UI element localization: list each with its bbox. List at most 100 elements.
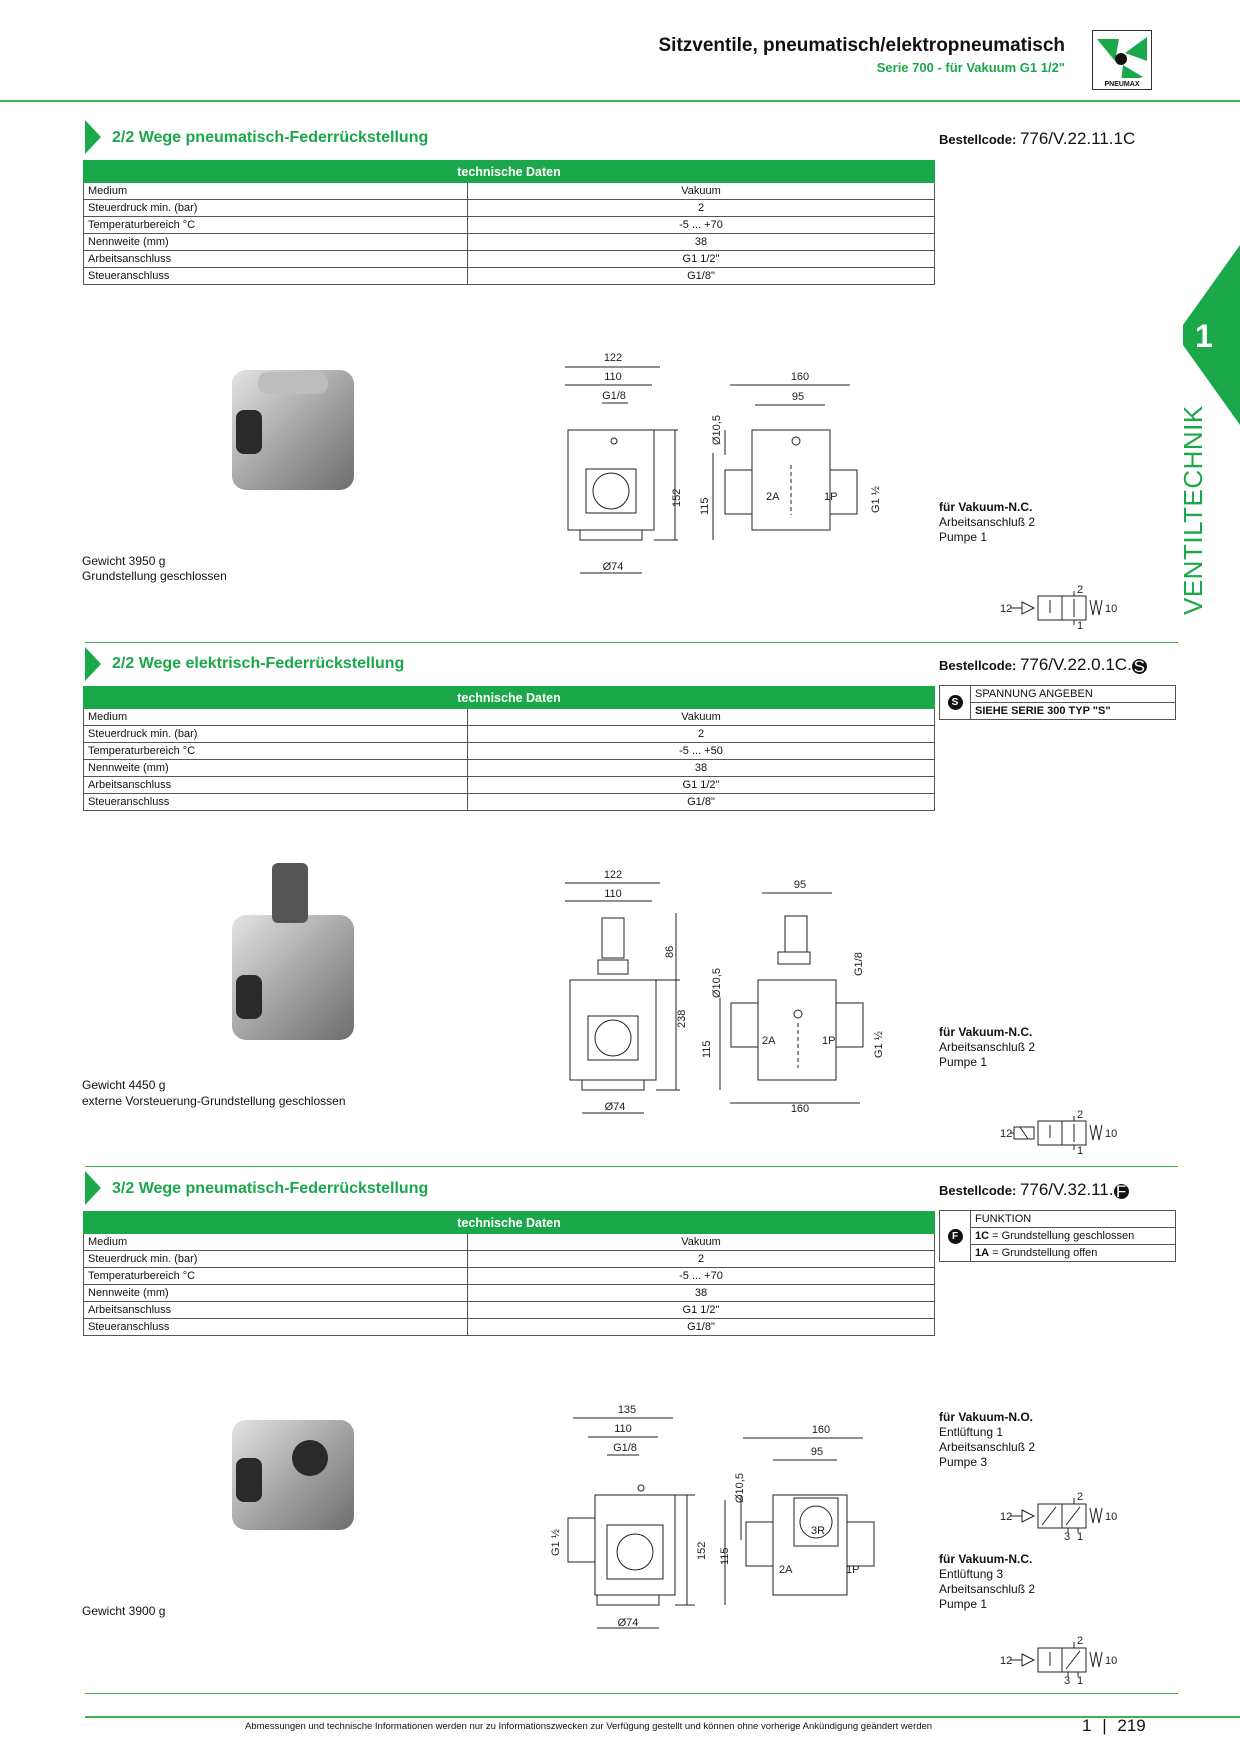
valve-symbol: 12 10 2 3 1	[1000, 1635, 1117, 1687]
section-title: 2/2 Wege pneumatisch-Federrückstellung	[112, 129, 429, 146]
dimension-drawing: 135 110 G1/8 160 95 Ø10,5 152 115 Ø74 G1…	[550, 1404, 875, 1629]
chapter-tab	[1183, 245, 1240, 425]
dimension-drawing: 122 110 86 95 G1/8 Ø10,5 238 115 Ø74 G1 …	[565, 869, 885, 1115]
svg-text:1P: 1P	[824, 491, 837, 503]
svg-text:95: 95	[794, 879, 806, 891]
svg-text:110: 110	[604, 371, 622, 383]
valve-symbol: 12 10 2 3 1	[1000, 1491, 1117, 1543]
table-row: Nennweite (mm)38	[83, 1284, 935, 1302]
svg-text:Ø10,5: Ø10,5	[734, 1473, 746, 1503]
svg-text:115: 115	[719, 1547, 731, 1565]
section-arrow-icon	[85, 120, 101, 154]
svg-text:10: 10	[1105, 1655, 1117, 1667]
svg-text:12: 12	[1000, 603, 1012, 615]
svg-text:1: 1	[1077, 1531, 1083, 1543]
function-description-no: für Vakuum-N.O. Entlüftung 1 Arbeitsansc…	[939, 1410, 1036, 1469]
svg-text:2A: 2A	[762, 1035, 776, 1047]
svg-text:122: 122	[604, 352, 622, 364]
svg-text:1: 1	[1077, 1145, 1083, 1157]
svg-text:115: 115	[699, 497, 711, 515]
svg-text:2: 2	[1077, 1491, 1083, 1503]
svg-text:1: 1	[1077, 1675, 1083, 1687]
svg-text:2: 2	[1077, 584, 1083, 596]
header-divider	[0, 100, 1240, 102]
weight-note: Gewicht 3900 g	[82, 1604, 166, 1618]
svg-text:10: 10	[1105, 1511, 1117, 1523]
svg-text:115: 115	[701, 1040, 713, 1058]
order-code: Bestellcode: 776/V.32.11.F	[939, 1180, 1129, 1200]
product-photo	[232, 370, 354, 490]
function-description: für Vakuum-N.C. Arbeitsanschluß 2 Pumpe …	[939, 1025, 1036, 1069]
table-row: Nennweite (mm)38	[83, 233, 935, 251]
dimension-drawing: 122 110 G1/8 160 95 Ø10,5 152 115 Ø74 G1…	[565, 352, 882, 574]
section-divider	[85, 1693, 1178, 1694]
svg-text:12: 12	[1000, 1128, 1012, 1140]
option-badge: S	[1131, 657, 1147, 677]
chapter-title: VENTILTECHNIK	[1178, 405, 1208, 615]
svg-text:1P: 1P	[822, 1035, 835, 1047]
svg-text:Ø10,5: Ø10,5	[711, 415, 723, 445]
svg-text:160: 160	[791, 1103, 809, 1115]
svg-text:10: 10	[1105, 1128, 1117, 1140]
svg-text:2: 2	[1077, 1635, 1083, 1647]
svg-text:12: 12	[1000, 1511, 1012, 1523]
svg-text:2: 2	[1077, 1109, 1083, 1121]
svg-text:12: 12	[1000, 1655, 1012, 1667]
svg-text:Ø10,5: Ø10,5	[711, 968, 723, 998]
table-header: technische Daten	[83, 686, 935, 709]
svg-text:G1/8: G1/8	[613, 1442, 637, 1454]
svg-text:238: 238	[676, 1010, 688, 1028]
svg-text:G1 ½: G1 ½	[870, 486, 882, 513]
footer-disclaimer: Abmessungen und technische Informationen…	[245, 1721, 933, 1732]
svg-text:G1 ½: G1 ½	[873, 1031, 885, 1058]
svg-text:160: 160	[791, 371, 809, 383]
order-code: Bestellcode: 776/V.22.0.1C.S	[939, 655, 1147, 677]
table-row: Temperaturbereich °C-5 ... +50	[83, 742, 935, 760]
svg-text:2A: 2A	[766, 491, 780, 503]
weight-note: Gewicht 4450 g	[82, 1078, 166, 1092]
weight-note: Gewicht 3950 g	[82, 554, 166, 568]
svg-text:1P: 1P	[846, 1564, 859, 1576]
option-badge: S	[947, 695, 963, 710]
svg-text:122: 122	[604, 869, 622, 881]
svg-text:Ø74: Ø74	[618, 1617, 639, 1629]
section-title: 2/2 Wege elektrisch-Federrückstellung	[112, 655, 405, 672]
table-header: technische Daten	[83, 1211, 935, 1234]
svg-text:135: 135	[618, 1404, 636, 1416]
svg-text:152: 152	[696, 1542, 708, 1560]
product-photo	[232, 1420, 354, 1530]
logo-text: PNEUMAX	[1104, 81, 1139, 88]
section-divider	[85, 1166, 1178, 1167]
table-header: technische Daten	[83, 160, 935, 183]
function-description-nc: für Vakuum-N.C. Entlüftung 3 Arbeitsansc…	[939, 1552, 1036, 1611]
position-note: Grundstellung geschlossen	[82, 569, 227, 583]
product-photo	[232, 863, 354, 1040]
order-code: Bestellcode: 776/V.22.11.1C	[939, 129, 1136, 148]
footer-divider	[85, 1716, 1240, 1718]
table-row: Nennweite (mm)38	[83, 759, 935, 777]
section-title: 3/2 Wege pneumatisch-Federrückstellung	[112, 1180, 429, 1197]
svg-text:152: 152	[671, 489, 683, 507]
svg-text:G1/8: G1/8	[602, 390, 626, 402]
section-arrow-icon	[85, 1171, 101, 1205]
svg-text:95: 95	[811, 1446, 823, 1458]
page-title: Sitzventile, pneumatisch/elektropneumati…	[658, 35, 1066, 56]
svg-text:3: 3	[1064, 1675, 1070, 1687]
table-row: Steuerdruck min. (bar)2	[83, 725, 935, 743]
svg-text:G1 ½: G1 ½	[550, 1529, 562, 1556]
section-arrow-icon	[85, 647, 101, 681]
svg-text:3R: 3R	[811, 1525, 825, 1537]
svg-text:110: 110	[614, 1423, 632, 1435]
page-subtitle: Serie 700 - für Vakuum G1 1/2"	[876, 60, 1065, 75]
section-divider	[85, 642, 1178, 643]
